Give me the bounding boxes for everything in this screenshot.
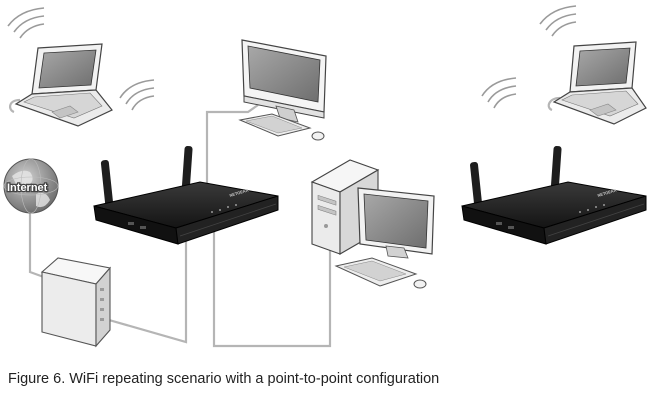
desktop-imac bbox=[238, 39, 327, 141]
internet-globe: Internet bbox=[3, 158, 59, 214]
router-main: NETGEAR bbox=[93, 145, 279, 245]
wifi-waves-left-laptop bbox=[7, 7, 45, 39]
cables bbox=[9, 96, 561, 348]
cable-router-pc bbox=[212, 230, 332, 348]
cable-laptop-right bbox=[547, 96, 561, 112]
laptop-icon bbox=[14, 43, 113, 127]
laptop-right bbox=[552, 41, 647, 125]
modem-icon bbox=[40, 257, 112, 348]
cable-modem-router bbox=[101, 232, 188, 344]
modem bbox=[40, 257, 112, 348]
router-icon bbox=[93, 145, 279, 245]
figure-caption: Figure 6. WiFi repeating scenario with a… bbox=[8, 371, 440, 387]
router-repeater-brand: NETGEAR bbox=[597, 187, 617, 198]
wifi-waves-router-repeater bbox=[481, 77, 517, 109]
monitor-icon bbox=[238, 39, 327, 141]
laptop-icon bbox=[552, 41, 647, 125]
cable-laptop-left bbox=[9, 98, 21, 114]
desktop-tower-pc bbox=[310, 159, 435, 289]
router-icon bbox=[461, 145, 647, 245]
internet-label: Internet bbox=[7, 182, 48, 194]
wifi-waves-right-laptop bbox=[539, 5, 577, 37]
wifi-waves-router-main bbox=[119, 79, 155, 111]
router-repeater: NETGEAR bbox=[461, 145, 647, 245]
router-main-brand: NETGEAR bbox=[229, 187, 249, 198]
desktop-pc-icon bbox=[310, 159, 435, 289]
laptop-left bbox=[14, 43, 113, 127]
cable-router-imac bbox=[205, 104, 259, 232]
globe-icon bbox=[3, 158, 59, 214]
